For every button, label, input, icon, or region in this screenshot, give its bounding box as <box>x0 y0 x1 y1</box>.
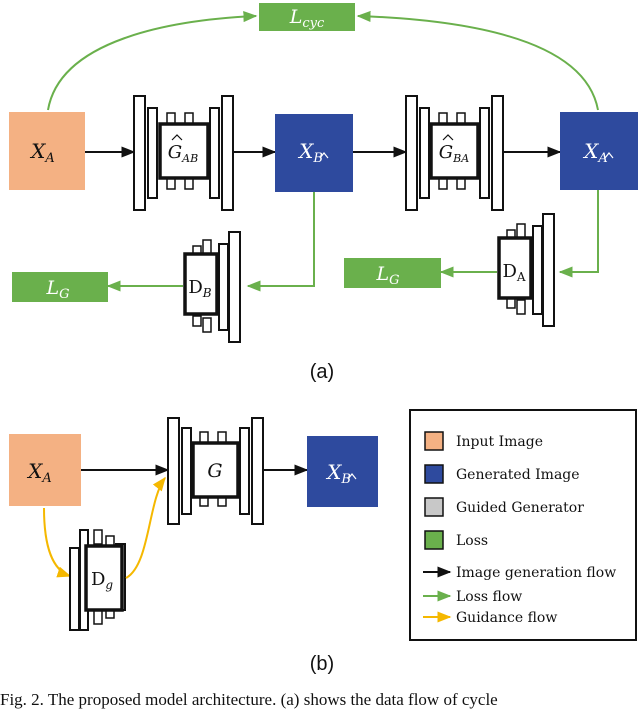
g-core <box>191 441 240 499</box>
x-a-hat-label: XA <box>582 139 608 166</box>
legend-swatch-loss <box>424 530 444 550</box>
discriminator-d-g: Dg <box>69 529 126 631</box>
l-g-right-box <box>344 258 441 288</box>
d-g-core <box>84 544 124 612</box>
legend-label-input: Input Image <box>456 434 543 450</box>
legend-label-loss: Loss <box>456 533 488 549</box>
x-b-hat-label: XB <box>297 139 323 166</box>
b-x-b-hat-label: XB <box>325 460 351 487</box>
x-a-hat-hat-icon <box>604 152 614 159</box>
legend-label-guided-generator: Guided Generator <box>456 500 584 516</box>
l-g-right-label: LG <box>375 263 399 288</box>
g-ab-label: GAB <box>168 142 198 165</box>
x-a-input-label: XA <box>29 139 55 166</box>
legend-swatch-guided-generator <box>424 497 444 517</box>
g-ab-hat-icon <box>171 134 183 141</box>
generator-g-ba: GBA <box>405 95 504 211</box>
l-g-left-box <box>12 272 108 302</box>
d-a-label: DA <box>502 261 525 284</box>
legend-label-image-generation: Image generation flow <box>456 565 616 581</box>
legend-label-loss-flow: Loss flow <box>456 589 522 605</box>
g-ba-core <box>429 122 480 180</box>
legend-label-generated: Generated Image <box>456 467 580 483</box>
generator-g: G <box>167 417 264 525</box>
panel-a: Lcyc XA GAB XB <box>9 3 638 383</box>
b-x-a-input-label: XA <box>26 459 52 486</box>
b-x-b-hat-box <box>307 436 378 507</box>
loss-flow-xa-to-da <box>558 190 599 278</box>
g-label: G <box>207 460 222 482</box>
x-a-input-box <box>9 112 85 190</box>
legend-swatch-generated <box>424 464 444 484</box>
x-a-hat-box <box>560 112 638 190</box>
g-ba-hat-icon <box>442 134 454 141</box>
l-cyc-box <box>259 3 355 31</box>
g-ba-label: GBA <box>439 142 469 165</box>
d-g-label: Dg <box>91 569 113 592</box>
g-ab-core <box>158 122 210 180</box>
loss-flow-xb-to-db <box>246 192 315 292</box>
figure-caption: Fig. 2. The proposed model architecture.… <box>0 690 498 709</box>
legend-frame <box>409 409 637 641</box>
l-cyc-label: Lcyc <box>289 6 325 31</box>
b-x-a-input-box <box>9 434 81 506</box>
panel-b: XA Dg G <box>9 409 637 675</box>
d-b-label: DB <box>188 277 211 300</box>
d-a-core <box>497 236 533 300</box>
cycle-loss-arrow-right <box>356 10 599 111</box>
x-b-hat-hat-icon <box>319 152 329 159</box>
legend-label-guidance-flow: Guidance flow <box>456 610 557 626</box>
guidance-flow-dg-to-g <box>125 476 166 579</box>
cycle-loss-arrow-left <box>47 10 258 111</box>
guidance-flow-xa-to-dg <box>43 507 72 578</box>
d-b-core <box>183 252 219 316</box>
discriminator-d-a: DA <box>497 213 555 327</box>
l-g-left-label: LG <box>45 277 69 302</box>
legend: Input Image Generated Image Guided Gener… <box>409 409 637 641</box>
panel-b-label: (b) <box>310 653 334 675</box>
x-b-hat-box <box>275 114 353 192</box>
b-x-b-hat-hat-icon <box>347 473 357 480</box>
discriminator-d-b: DB <box>183 231 241 343</box>
panel-a-label: (a) <box>310 361 334 383</box>
legend-swatch-input <box>424 431 444 451</box>
generator-g-ab: GAB <box>133 95 234 211</box>
